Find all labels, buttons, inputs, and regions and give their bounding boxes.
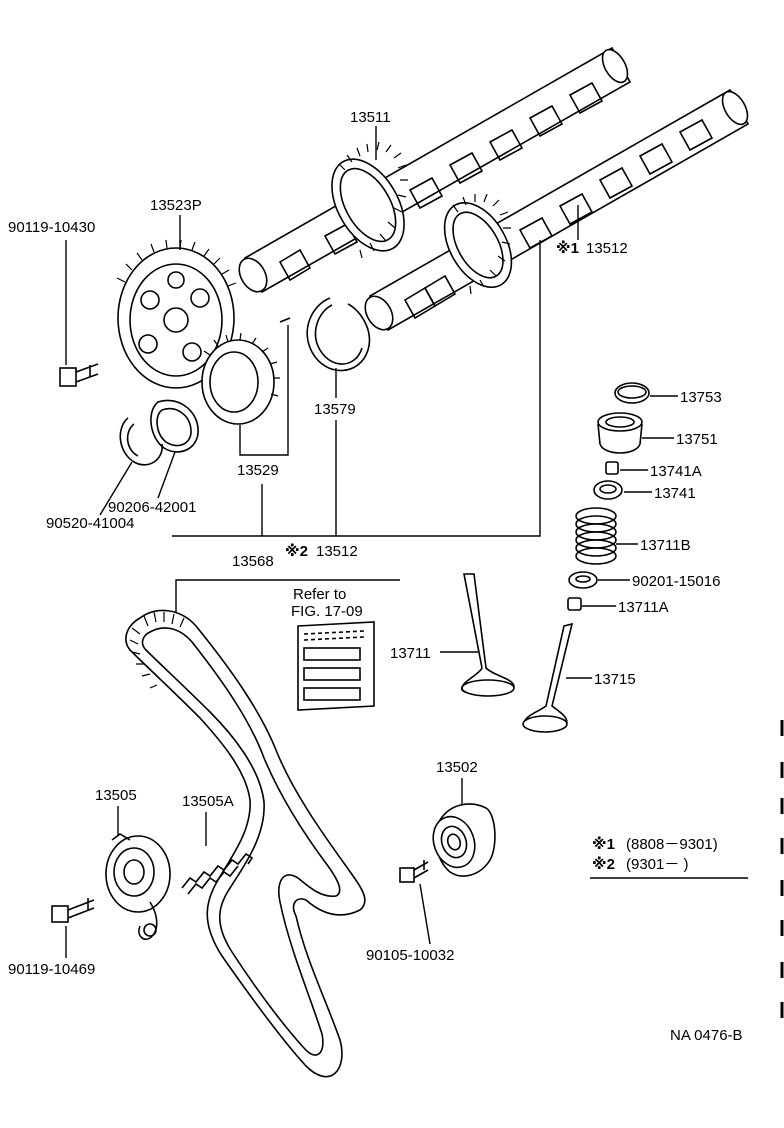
label-13505: 13505	[95, 787, 137, 804]
label-90206-42001: 90206-42001	[108, 499, 196, 516]
timing-belt	[125, 609, 366, 1078]
bolt-90119-10430	[59, 363, 99, 387]
legend-range-1: (8808－9301)	[626, 836, 718, 853]
valve-seal	[568, 571, 598, 589]
bolt-90105-10032	[399, 860, 429, 883]
label-13512-upper: 13512	[586, 240, 628, 257]
camshaft-pulley	[116, 239, 237, 389]
label-13741a: 13741A	[650, 463, 702, 480]
label-90119-10469: 90119-10469	[8, 961, 95, 978]
label-13512-note: ※1	[556, 239, 579, 257]
label-90119-10430: 90119-10430	[8, 219, 95, 236]
label-13512-lower: 13512	[316, 543, 358, 560]
camshaft-intake	[364, 88, 750, 332]
label-13505a: 13505A	[182, 793, 234, 810]
tension-spring	[181, 852, 254, 895]
label-13751: 13751	[676, 431, 718, 448]
refer-to-text: Refer to	[293, 586, 346, 603]
camshaft-exhaust	[238, 46, 632, 294]
legend-mark-1: ※1	[592, 835, 615, 853]
washer	[150, 399, 199, 453]
label-13711b: 13711B	[640, 537, 691, 554]
bolt-90119-10469	[51, 898, 95, 923]
snap-ring	[306, 297, 371, 372]
label-13512-note2: ※2	[285, 542, 308, 560]
label-90105-10032: 90105-10032	[366, 947, 454, 964]
idler-pulley	[432, 803, 496, 877]
label-13579: 13579	[314, 401, 356, 418]
timing-gear	[201, 332, 280, 425]
gasket-set-icon	[297, 621, 375, 711]
refer-fig-text: FIG. 17-09	[291, 603, 363, 620]
label-90201-15016: 90201-15016	[632, 573, 720, 590]
spring-retainer	[593, 480, 623, 500]
legend-range-2: (9301－ )	[626, 856, 689, 873]
diagram-code: NA 0476-B	[670, 1027, 743, 1044]
label-13711: 13711	[390, 645, 431, 662]
belt-tensioner	[105, 833, 171, 941]
valve-seat	[567, 597, 582, 611]
label-13741: 13741	[654, 485, 696, 502]
label-13715: 13715	[594, 671, 636, 688]
label-13511: 13511	[350, 109, 391, 126]
legend-mark-2: ※2	[592, 855, 615, 873]
label-13753: 13753	[680, 389, 722, 406]
ring	[119, 417, 163, 466]
label-13711a: 13711A	[618, 599, 669, 616]
label-13523p: 13523P	[150, 197, 202, 214]
label-13502: 13502	[436, 759, 478, 776]
shim	[614, 382, 650, 404]
label-90520-41004: 90520-41004	[46, 515, 134, 532]
valve-keeper	[605, 461, 619, 475]
valve-intake	[461, 573, 515, 697]
label-13568: 13568	[232, 553, 274, 570]
label-13529: 13529	[237, 462, 279, 479]
valve-spring	[575, 507, 617, 565]
valve-exhaust	[522, 622, 574, 733]
valve-lifter	[597, 412, 643, 454]
